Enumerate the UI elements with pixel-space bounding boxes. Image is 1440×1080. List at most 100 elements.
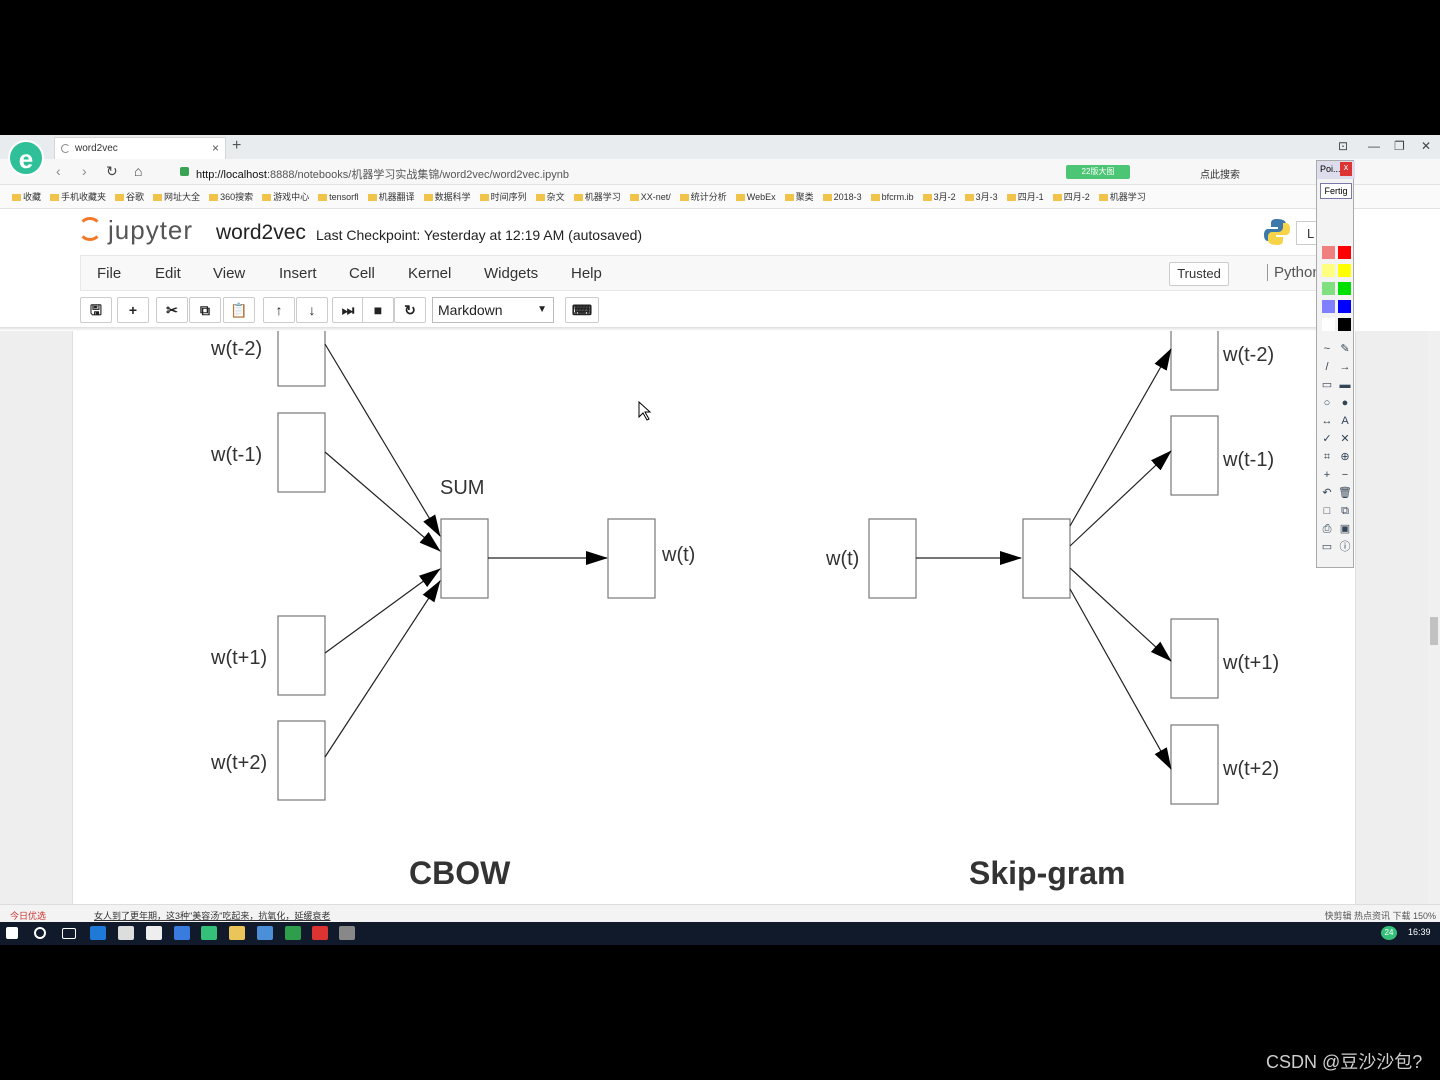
bookmark-item[interactable]: 3月-3: [965, 190, 998, 203]
color-swatch[interactable]: [1338, 246, 1351, 259]
double-arrow-icon[interactable]: ↔: [1321, 415, 1333, 427]
menu-view[interactable]: View: [213, 265, 246, 282]
notification-badge[interactable]: 24: [1381, 926, 1397, 940]
task-view-icon[interactable]: [62, 928, 76, 939]
browser-task-icon[interactable]: [201, 926, 217, 940]
ie-icon[interactable]: [90, 926, 106, 940]
mail-icon[interactable]: [146, 926, 162, 940]
color-swatch[interactable]: [1322, 300, 1335, 313]
color-swatch[interactable]: [1322, 318, 1335, 331]
bookmark-item[interactable]: 四月-2: [1053, 190, 1090, 203]
text-icon[interactable]: A: [1341, 415, 1349, 427]
url-field[interactable]: http://localhost:8888/notebooks/机器学习实战集锦…: [176, 162, 1056, 182]
minus-icon[interactable]: −: [1341, 469, 1349, 481]
screen-icon[interactable]: ▭: [1321, 541, 1333, 553]
bookmark-item[interactable]: 统计分析: [680, 190, 727, 203]
new-tab-button[interactable]: +: [232, 137, 242, 154]
crop-icon[interactable]: ⌗: [1323, 451, 1331, 463]
bookmark-item[interactable]: 机器翻译: [368, 190, 415, 203]
color-swatch[interactable]: [1322, 264, 1335, 277]
trusted-badge[interactable]: Trusted: [1169, 262, 1229, 286]
palette-done-button[interactable]: Fertig: [1320, 183, 1352, 199]
maximize-button[interactable]: ❐: [1394, 139, 1405, 153]
arrow-icon[interactable]: →: [1339, 361, 1351, 373]
cell-type-select[interactable]: Markdown ▼: [432, 297, 554, 323]
minimize-button[interactable]: —: [1368, 139, 1380, 153]
today-picks-label[interactable]: 今日优选: [10, 911, 47, 921]
menu-widgets[interactable]: Widgets: [484, 265, 539, 282]
bookmark-item[interactable]: 网址大全: [153, 190, 200, 203]
bookmark-item[interactable]: bfcrm.ib: [871, 192, 914, 202]
copy-button[interactable]: ⧉: [189, 297, 221, 323]
close-tab-icon[interactable]: ×: [211, 141, 219, 155]
bookmark-item[interactable]: 聚类: [785, 190, 814, 203]
folder-icon[interactable]: [229, 926, 245, 940]
bookmark-item[interactable]: 四月-1: [1007, 190, 1044, 203]
run-button[interactable]: ⏭: [332, 297, 364, 323]
bookmark-item[interactable]: 手机收藏夹: [50, 190, 106, 203]
plus-icon[interactable]: +: [1323, 469, 1331, 481]
paste-button[interactable]: 📋: [223, 297, 255, 323]
menu-edit[interactable]: Edit: [155, 265, 181, 282]
browser-tab[interactable]: word2vec ×: [54, 137, 226, 159]
palette-close-button[interactable]: x: [1340, 162, 1352, 176]
app-gray-icon[interactable]: [339, 926, 355, 940]
bookmark-item[interactable]: 机器学习: [574, 190, 621, 203]
bookmark-item[interactable]: 收藏: [12, 190, 41, 203]
new-page-icon[interactable]: □: [1323, 505, 1331, 517]
ellipse-icon[interactable]: ○: [1323, 397, 1331, 409]
bookmark-item[interactable]: tensorfl: [318, 192, 359, 202]
menu-cell[interactable]: Cell: [349, 265, 375, 282]
save-icon[interactable]: ▣: [1339, 523, 1351, 535]
news-ticker-link[interactable]: 女人到了更年期，这3种"美容汤"吃起来，抗氧化，延缓衰老: [94, 911, 331, 921]
check-icon[interactable]: ✓: [1322, 433, 1332, 445]
bookmark-item[interactable]: 谷歌: [115, 190, 144, 203]
save-button[interactable]: 🖫: [80, 297, 112, 323]
logout-button[interactable]: L: [1296, 221, 1316, 245]
color-swatch[interactable]: [1338, 282, 1351, 295]
fill-ellipse-icon[interactable]: ●: [1341, 397, 1349, 409]
copy-icon[interactable]: ⧉: [1341, 505, 1349, 517]
insert-cell-button[interactable]: +: [117, 297, 149, 323]
color-swatch[interactable]: [1322, 246, 1335, 259]
statusbar-tools[interactable]: 快剪辑 热点资讯 下载 150%: [1324, 911, 1436, 921]
close-window-button[interactable]: ✕: [1421, 139, 1432, 153]
bookmark-item[interactable]: 数据科学: [424, 190, 471, 203]
promo-badge[interactable]: 22版大图: [1066, 165, 1130, 179]
forward-icon[interactable]: ›: [82, 163, 87, 179]
bookmark-item[interactable]: 杂文: [536, 190, 565, 203]
line-icon[interactable]: /: [1325, 361, 1329, 373]
store-icon[interactable]: [118, 926, 134, 940]
restart-button[interactable]: ↻: [394, 297, 426, 323]
excel-icon[interactable]: [285, 926, 301, 940]
bookmark-item[interactable]: 机器学习: [1099, 190, 1146, 203]
menu-help[interactable]: Help: [571, 265, 602, 282]
back-icon[interactable]: ‹: [56, 163, 61, 179]
bookmark-item[interactable]: 360搜索: [209, 190, 253, 203]
color-swatch[interactable]: [1338, 300, 1351, 313]
color-swatch[interactable]: [1338, 264, 1351, 277]
color-swatch[interactable]: [1338, 318, 1351, 331]
print-icon[interactable]: ⎙: [1322, 523, 1332, 535]
rect-icon[interactable]: ▭: [1321, 379, 1333, 391]
color-swatch[interactable]: [1322, 282, 1335, 295]
keyboard-shortcuts-button[interactable]: ⌨: [565, 297, 599, 323]
app-red-icon[interactable]: [312, 926, 328, 940]
undo-icon[interactable]: ↶: [1322, 487, 1332, 499]
bookmark-item[interactable]: XX-net/: [630, 192, 671, 202]
cut-button[interactable]: ✂: [156, 297, 188, 323]
vscode-icon[interactable]: [174, 926, 190, 940]
start-icon[interactable]: [6, 927, 18, 939]
notebook-name[interactable]: word2vec: [216, 221, 306, 244]
reload-icon[interactable]: ↻: [106, 163, 118, 179]
browser-logo-icon[interactable]: e: [8, 140, 44, 176]
trash-icon[interactable]: 🗑: [1338, 487, 1352, 499]
bookmark-item[interactable]: 3月-2: [923, 190, 956, 203]
info-icon[interactable]: ⓘ: [1339, 541, 1351, 553]
app-icon[interactable]: [257, 926, 273, 940]
pen-icon[interactable]: ~: [1323, 343, 1331, 355]
pin-icon[interactable]: ⊡: [1338, 139, 1349, 153]
zoom-icon[interactable]: ⊕: [1340, 451, 1350, 463]
bookmark-item[interactable]: 2018-3: [823, 192, 862, 202]
